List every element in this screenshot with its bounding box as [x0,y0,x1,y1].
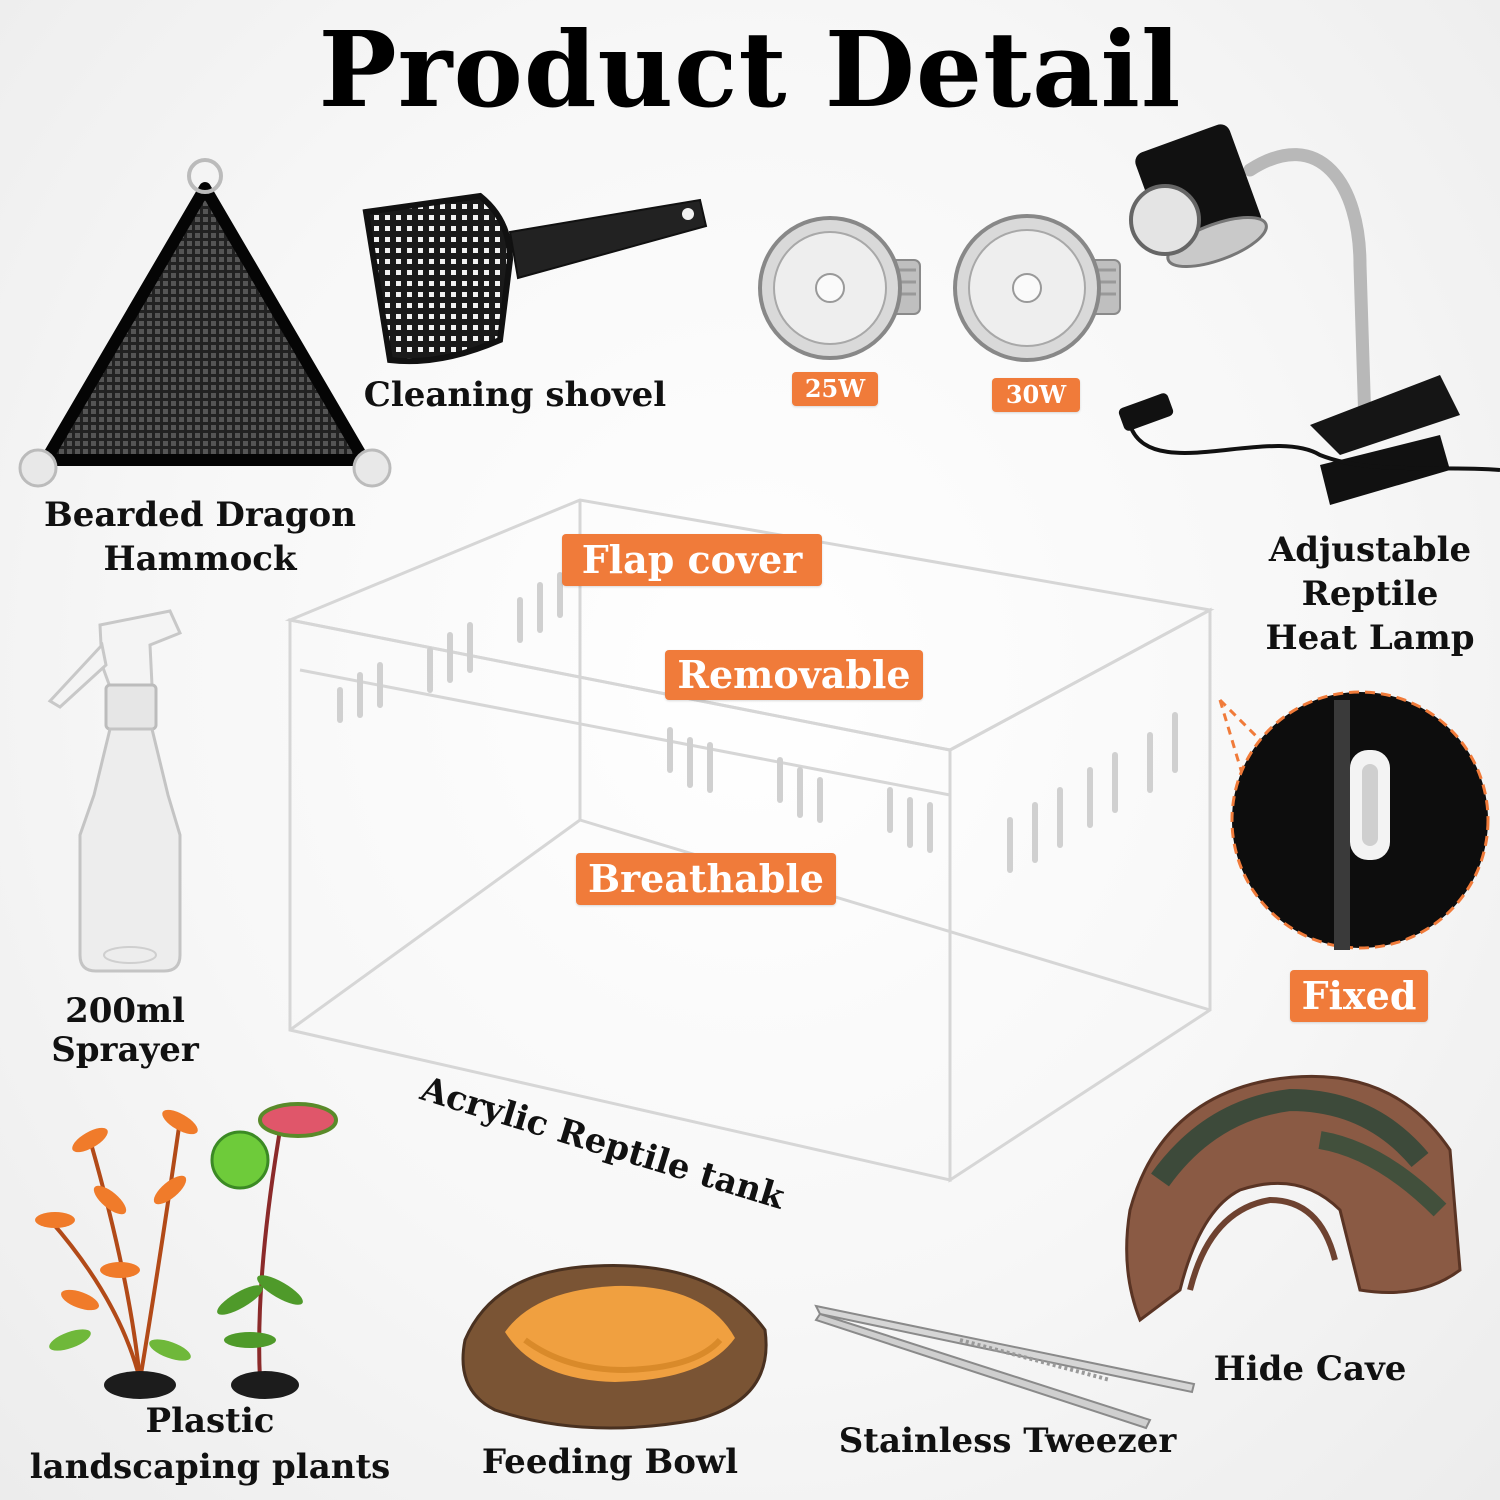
spray-bottle-icon [47,609,183,973]
bulb-25w-tag: 25W [792,372,878,406]
magnet-clip-detail-icon [1218,690,1490,950]
hide-cave-label: Hide Cave [1213,1349,1407,1389]
removable-tag: Removable [665,650,923,700]
hammock-icon [18,158,392,488]
acrylic-tank-icon [284,498,1215,1183]
heat-lamp-icon [1118,124,1500,505]
shovel-label: Cleaning shovel [363,375,667,415]
tweezer-icon [814,1304,1196,1430]
heat-bulb-icon [758,216,921,360]
heat-bulb-icon [953,214,1121,362]
plant-icon [35,1102,338,1399]
bowl-label: Feeding Bowl [481,1442,739,1482]
fixed-tag: Fixed [1290,970,1428,1022]
breathable-tag: Breathable [576,853,836,905]
tweezer-label: Stainless Tweezer [838,1421,1177,1461]
shovel-icon [362,192,708,365]
hide-cave-icon [1125,1074,1462,1323]
bulb-30w-tag: 30W [992,378,1080,412]
page-title: Product Detail [318,8,1182,131]
feeding-bowl-icon [461,1264,768,1430]
flap-cover-tag: Flap cover [562,534,822,586]
